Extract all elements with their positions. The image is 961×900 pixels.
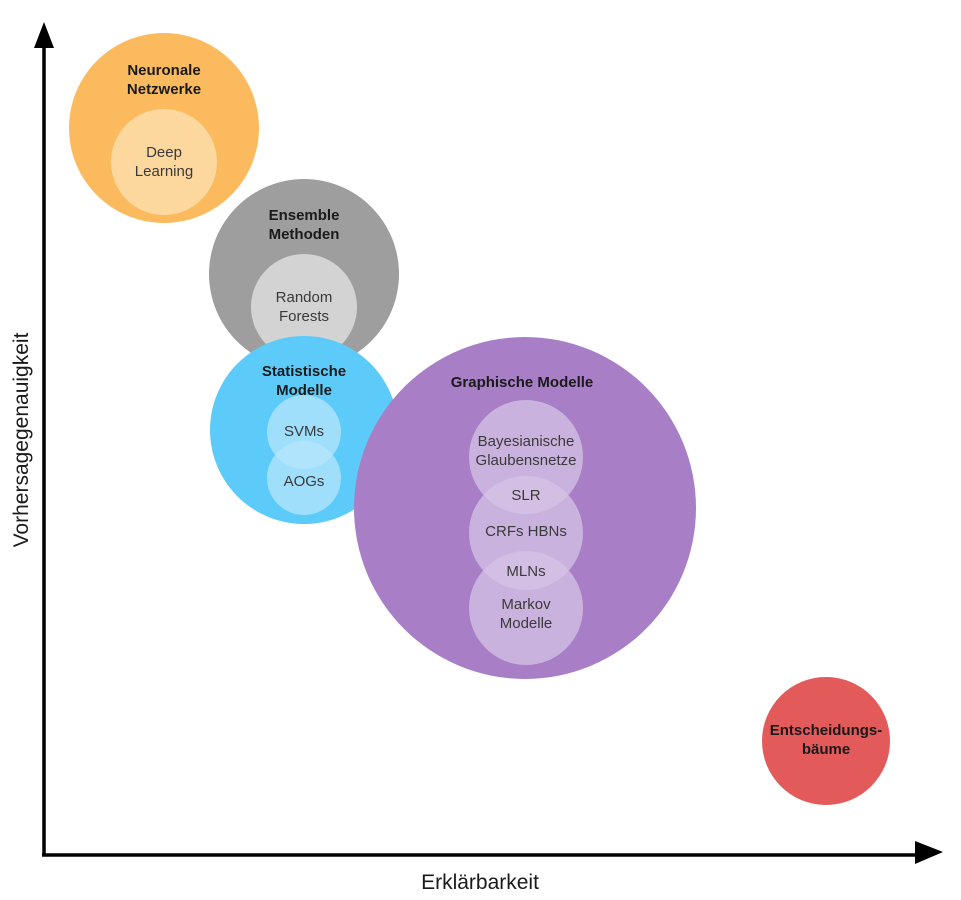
group-statistische-modelle: Statistische Modelle SVMs AOGs xyxy=(210,336,398,524)
member-label: Bayesianische xyxy=(478,433,575,450)
group-title: Neuronale xyxy=(127,62,200,79)
group-circle xyxy=(762,677,890,805)
group-title: bäume xyxy=(802,741,850,758)
x-axis-arrow-icon xyxy=(915,841,943,864)
group-title: Netzwerke xyxy=(127,81,201,98)
group-title: Ensemble xyxy=(269,207,340,224)
axes: Erklärbarkeit Vorhersagegenauigkeit xyxy=(10,22,943,894)
member-label: AOGs xyxy=(284,473,325,490)
member-label: Markov xyxy=(501,596,551,613)
x-axis-label: Erklärbarkeit xyxy=(421,871,539,894)
y-axis-label: Vorhersagegenauigkeit xyxy=(10,332,33,547)
member-label: SVMs xyxy=(284,423,324,440)
member-label: Forests xyxy=(279,308,329,325)
group-title: Statistische xyxy=(262,363,346,380)
group-ensemble-methoden: Ensemble Methoden Random Forests xyxy=(209,179,399,369)
y-axis-arrow-icon xyxy=(34,22,54,48)
group-title: Entscheidungs- xyxy=(770,722,883,739)
overlap-label-slr: SLR xyxy=(511,487,540,504)
group-title: Methoden xyxy=(269,226,340,243)
member-label: CRFs HBNs xyxy=(485,523,567,540)
group-title: Modelle xyxy=(276,382,332,399)
member-circle-aogs xyxy=(267,441,341,515)
group-neuronale-netzwerke: Neuronale Netzwerke Deep Learning xyxy=(69,33,259,223)
member-label: Deep xyxy=(146,144,182,161)
member-circle-markov-modelle xyxy=(469,551,583,665)
overlap-label-mlns: MLNs xyxy=(506,563,545,580)
member-label: Learning xyxy=(135,163,193,180)
member-label: Glaubensnetze xyxy=(476,452,577,469)
group-graphische-modelle: Graphische Modelle Bayesianische Glauben… xyxy=(354,337,696,679)
member-circle-random-forests xyxy=(251,254,357,360)
member-circle-deep-learning xyxy=(111,109,217,215)
group-entscheidungsbaeume: Entscheidungs- bäume xyxy=(762,677,890,805)
member-label: Modelle xyxy=(500,615,553,632)
member-label: Random xyxy=(276,289,333,306)
group-title: Graphische Modelle xyxy=(451,374,594,391)
